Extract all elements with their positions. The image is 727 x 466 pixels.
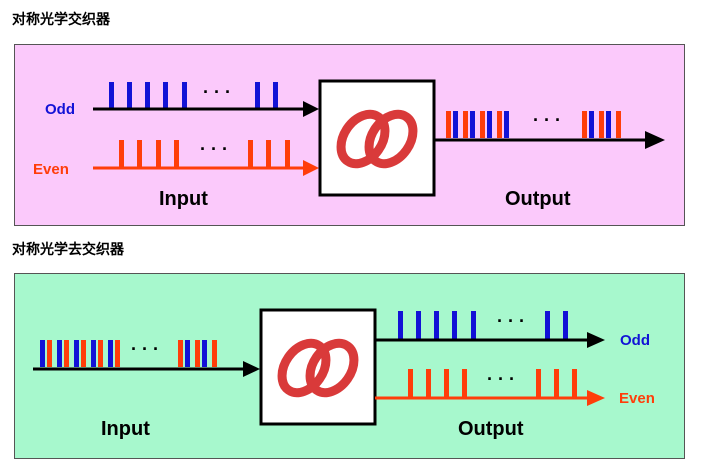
odd-label: Odd — [620, 332, 650, 349]
output-arrow — [434, 131, 665, 149]
deinterleaver-box — [259, 308, 377, 426]
even-output-ellipsis: · · · — [487, 369, 515, 389]
even-input-arrow — [93, 160, 319, 176]
interleaver-diagram: · · · Odd · · · Even — [14, 44, 685, 226]
input-pulses — [40, 340, 217, 367]
output-label: Output — [458, 418, 524, 440]
output-pulses — [446, 111, 621, 138]
odd-input-arrow — [93, 101, 319, 117]
odd-output-pulses — [398, 311, 568, 339]
input-arrow — [33, 361, 260, 377]
output-ellipsis: · · · — [533, 110, 561, 130]
even-input-pulses — [119, 140, 290, 167]
even-input-ellipsis: · · · — [200, 139, 228, 159]
interleaver-title: 对称光学交织器 — [12, 12, 110, 28]
interleaver-box — [318, 79, 436, 197]
odd-label: Odd — [45, 101, 75, 118]
interleaver-logo — [336, 109, 418, 169]
even-output-pulses — [408, 369, 577, 397]
input-label: Input — [101, 418, 150, 440]
output-label: Output — [505, 188, 571, 210]
even-output-arrow — [375, 390, 605, 406]
deinterleaver-logo — [277, 338, 359, 398]
odd-output-ellipsis: · · · — [497, 311, 525, 331]
deinterleaver-diagram: · · · · · · Odd — [14, 273, 685, 459]
odd-output-arrow — [375, 332, 605, 348]
odd-input-ellipsis: · · · — [203, 82, 231, 102]
even-label: Even — [33, 161, 69, 178]
odd-input-pulses — [109, 82, 278, 109]
even-label: Even — [619, 390, 655, 407]
deinterleaver-title: 对称光学去交织器 — [12, 242, 124, 258]
input-ellipsis: · · · — [131, 339, 159, 359]
input-label: Input — [159, 188, 208, 210]
